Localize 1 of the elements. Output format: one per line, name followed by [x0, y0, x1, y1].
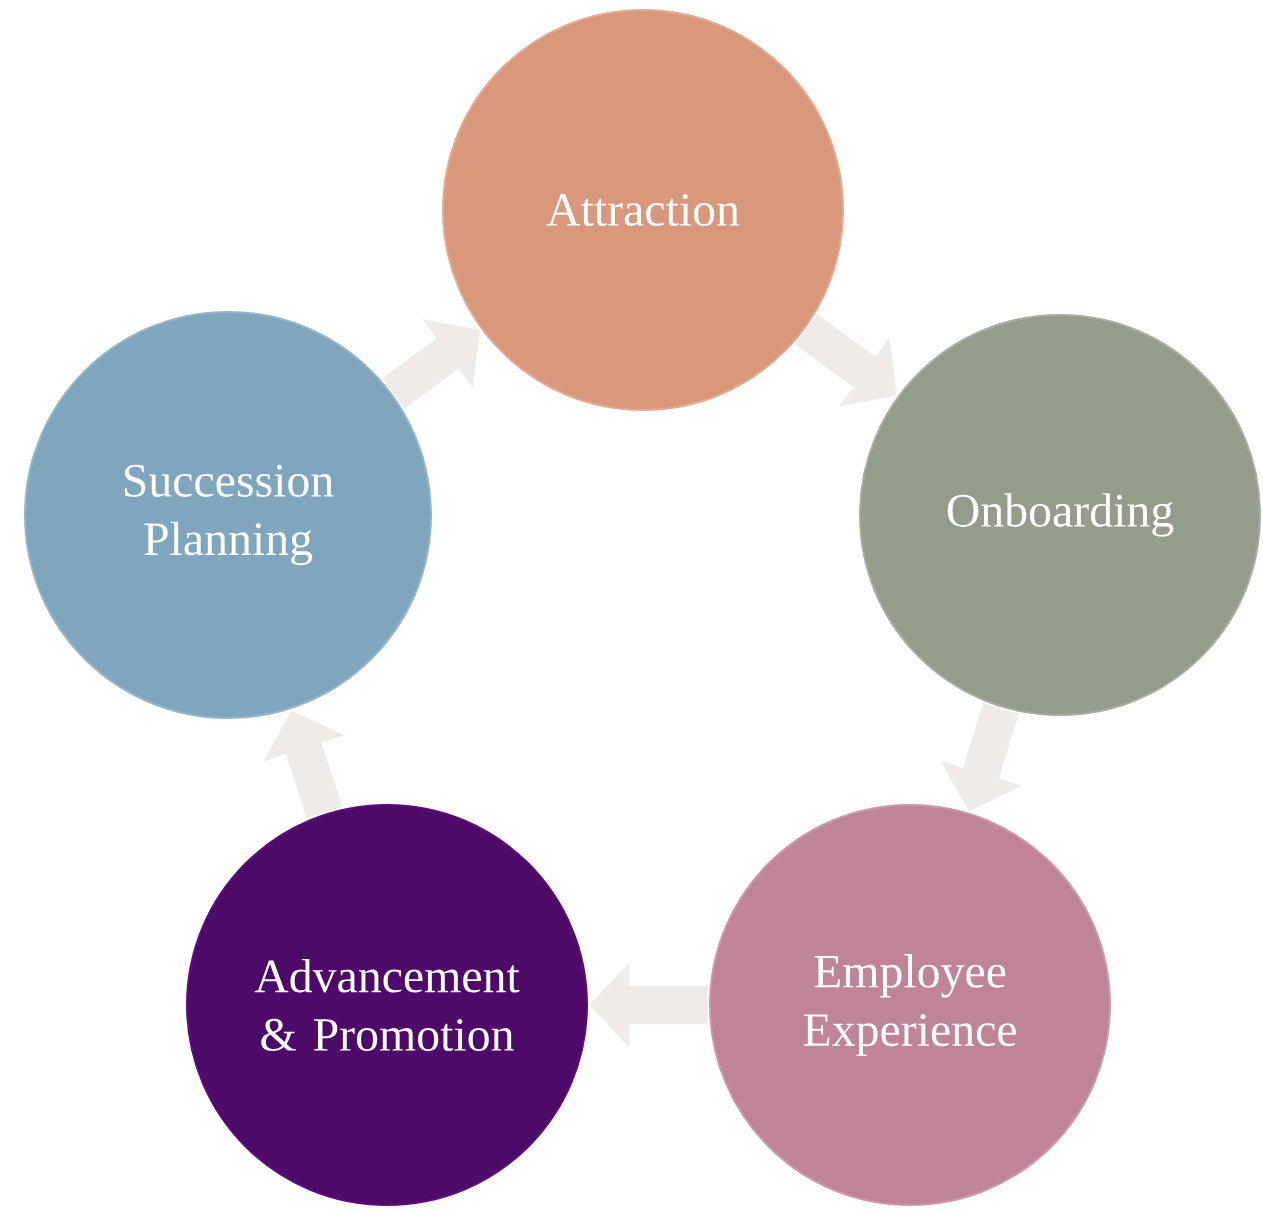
block-arrow: [382, 319, 480, 409]
